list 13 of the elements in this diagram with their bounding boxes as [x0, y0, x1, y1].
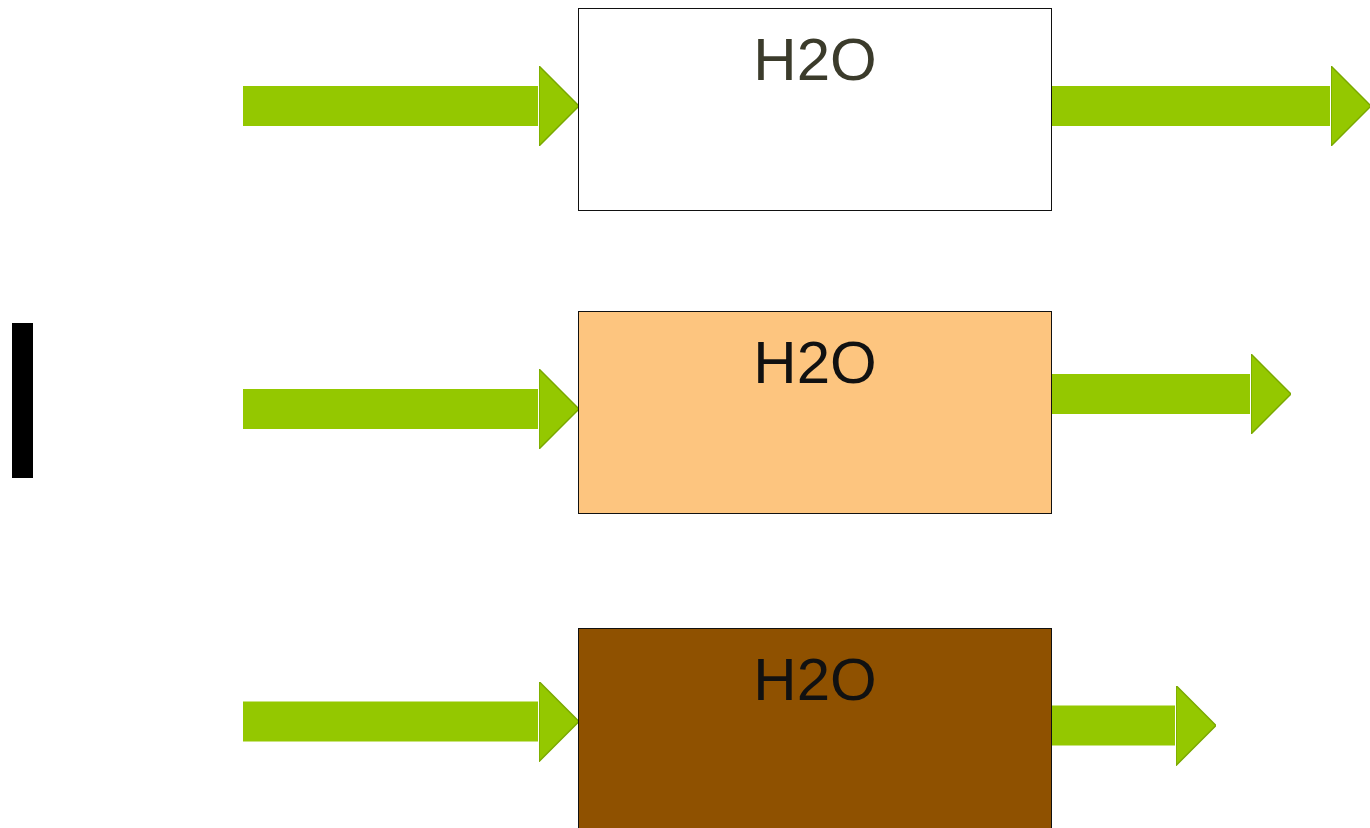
block-arrow	[243, 368, 580, 450]
process-box	[578, 628, 1052, 828]
box-label: H2O	[752, 647, 878, 713]
process-box	[578, 311, 1052, 514]
block-arrow	[243, 680, 580, 763]
block-arrow	[243, 65, 580, 147]
box-label: H2O	[752, 27, 878, 93]
box-label: H2O	[752, 330, 878, 396]
block-arrow	[1052, 353, 1292, 435]
block-arrow	[1052, 65, 1370, 147]
block-arrow	[1052, 684, 1217, 767]
process-box	[578, 8, 1052, 211]
vertical-bar	[12, 323, 33, 478]
